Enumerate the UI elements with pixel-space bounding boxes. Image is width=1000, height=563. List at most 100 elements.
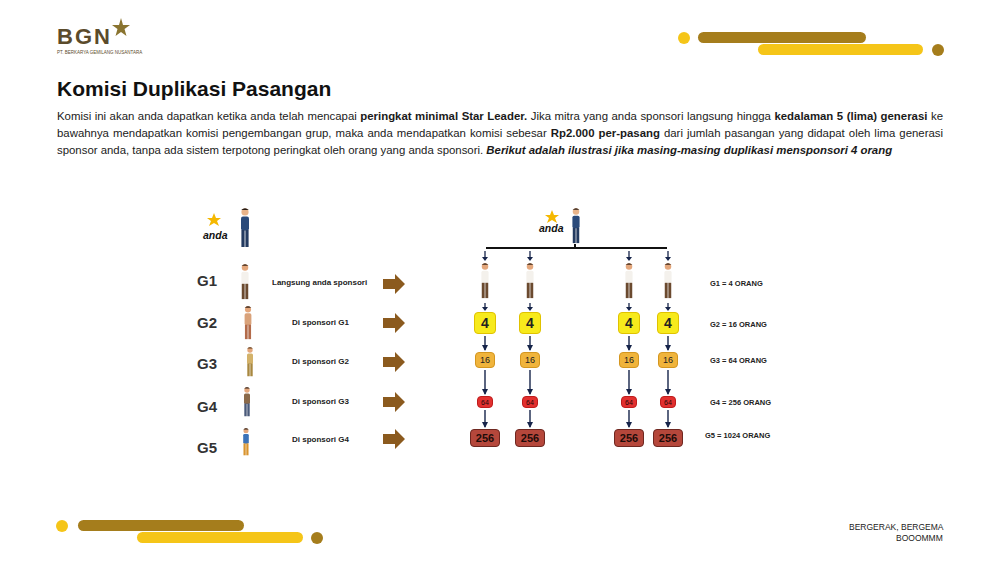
count-box: 16 [520,352,540,368]
down-arrow-connector [628,336,629,350]
you-label: anda [539,222,564,234]
count-label: G4 = 256 ORANG [710,398,771,407]
person-leg [485,283,488,298]
person-leg [576,228,579,243]
count-label: G2 = 16 ORANG [710,320,767,329]
generation-label: G3 [197,355,217,372]
brown-arrows [383,274,405,449]
box-number: 256 [521,433,539,444]
row-arrow [383,392,405,412]
box-number: 4 [481,316,489,330]
person-leg [245,230,248,247]
person-head [241,208,248,215]
page-title: Komisi Duplikasi Pasangan [57,77,331,101]
count-box: 16 [658,352,678,368]
person-head [244,387,249,392]
down-arrow-connector [484,370,485,394]
person-figure [245,306,252,339]
person-figure [481,263,488,298]
description-paragraph: Komisi ini akan anda dapatkan ketika and… [57,108,943,159]
down-arrow-head [626,257,632,261]
person-leg [530,283,533,298]
box-number: 64 [664,399,672,406]
logo-subtitle: PT. BERKARYA GEMILANG NUSANTARA [57,50,142,55]
down-arrow-head [626,307,632,311]
paragraph-segment: Berikut adalah ilustrasi jika masing-mas… [486,144,892,156]
slogan: BOOOMMM [896,533,943,543]
person-torso [481,271,488,284]
person-leg [246,443,248,455]
deco-bar [78,520,244,531]
generation-label: G1 [197,272,217,289]
person-hair [247,347,253,348]
tree-bracket [486,247,667,249]
person-head [527,263,533,269]
count-box: 4 [657,312,679,334]
down-arrow-head [482,307,488,311]
deco-dot [311,532,323,544]
row-arrow [383,313,405,333]
person-figure [625,263,632,298]
person-leg [244,404,246,417]
count-label: G5 = 1024 ORANG [705,431,770,440]
box-number: 16 [624,356,634,365]
box-number: 256 [476,433,494,444]
deco-bar [137,532,303,543]
box-number: 4 [664,316,672,330]
person-torso [625,271,632,284]
person-head [482,263,488,269]
person-leg [243,443,245,455]
person-leg [665,283,668,298]
person-head [242,264,248,270]
down-arrow-connector [667,336,668,350]
down-arrow-head [482,257,488,261]
down-arrow-connector [667,370,668,394]
person-torso [241,272,248,285]
person-leg [482,283,485,298]
box-number: 64 [481,399,489,406]
you-label: anda [203,229,228,241]
person-torso [526,271,533,284]
row-arrow [383,429,405,449]
count-box: 4 [474,312,496,334]
person-hair [482,263,489,265]
row-description: Di sponsori G1 [292,318,349,327]
box-number: 64 [526,399,534,406]
row-arrow [383,352,405,372]
person-figure [572,208,579,243]
person-figure [241,208,249,247]
deco-bar [758,44,923,55]
slogan: BERGERAK, BERGEMA [849,522,943,532]
person-hair [573,208,580,210]
person-leg [248,325,251,339]
person-leg [245,325,248,339]
person-hair [242,264,249,266]
deco-dot [678,32,690,44]
person-leg [247,364,249,377]
person-torso [572,216,579,229]
box-number: 64 [625,399,633,406]
person-head [245,306,251,312]
person-hair [241,208,249,210]
count-box: 64 [477,396,493,408]
down-arrow-head [665,257,671,261]
down-arrow-connector [484,410,485,427]
count-box: 4 [618,312,640,334]
box-number: 16 [525,356,535,365]
down-arrow [484,251,485,258]
person-leg [245,284,248,299]
person-torso [664,271,671,284]
person-figure [526,263,533,298]
person-hair [243,428,248,429]
person-leg [247,404,249,417]
deco-bar [698,32,866,43]
paragraph-segment: Rp2.000 per-pasang [551,127,660,139]
person-leg [527,283,530,298]
count-label: G3 = 64 ORANG [710,356,767,365]
paragraph-segment: peringkat minimal Star Leader. [360,110,527,122]
row-description: Di sponsori G2 [292,357,349,366]
down-arrow-connector [529,336,530,350]
person-head [243,428,248,433]
count-box: 64 [660,396,676,408]
deco-dot [56,520,68,532]
